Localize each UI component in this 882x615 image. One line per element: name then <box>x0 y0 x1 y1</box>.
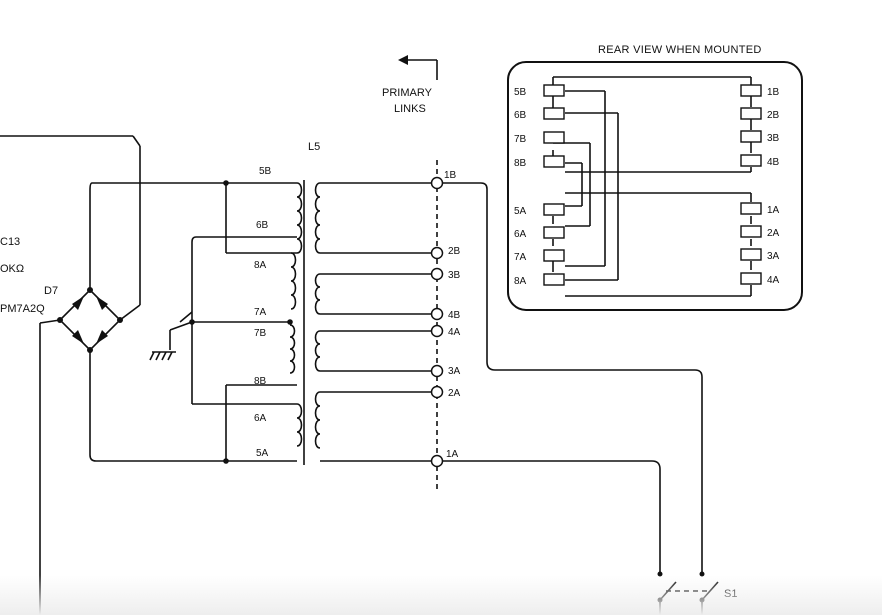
rear-left-7a: 7A <box>514 252 527 263</box>
terminal-label-3b: 3B <box>448 270 461 281</box>
rear-view-right-tabs <box>740 84 762 285</box>
tap-label-8a: 8A <box>254 260 267 271</box>
rear-view-panel <box>507 61 803 311</box>
terminal-2b <box>430 246 444 260</box>
rear-left-5b: 5B <box>514 87 527 98</box>
switch-wiring <box>443 182 703 572</box>
bottom-scan-fade <box>0 575 882 615</box>
tap-label-6b: 6B <box>256 220 269 231</box>
label-d7: D7 <box>44 285 58 297</box>
terminal-label-2a: 2A <box>448 388 461 399</box>
terminal-label-2b: 2B <box>448 246 461 257</box>
rear-view-left-tabs <box>543 84 565 286</box>
label-c13: C13 <box>0 236 20 248</box>
rear-view-wiring <box>552 76 752 297</box>
rear-left-8b: 8B <box>514 158 527 169</box>
primary-links-arrow-icon <box>398 55 438 80</box>
rear-right-3b: 3B <box>767 133 780 144</box>
terminal-label-1b: 1B <box>444 170 457 181</box>
rear-right-1a: 1A <box>767 205 780 216</box>
terminal-nodes <box>430 176 444 468</box>
terminal-1a <box>430 454 444 468</box>
diode-1-icon <box>96 296 108 310</box>
rear-right-4a: 4A <box>767 275 780 286</box>
tap-label-5b: 5B <box>259 166 272 177</box>
terminal-4b <box>430 307 444 321</box>
secondary-wiring <box>169 180 297 464</box>
rear-right-2b: 2B <box>767 110 780 121</box>
terminal-label-4a: 4A <box>448 327 461 338</box>
label-part-number: PM7A2Q <box>0 303 45 315</box>
terminal-4a <box>430 324 444 338</box>
primary-links-line2: LINKS <box>394 103 426 115</box>
tap-label-7a: 7A <box>254 307 267 318</box>
tap-label-7b: 7B <box>254 328 267 339</box>
terminal-label-4b: 4B <box>448 310 461 321</box>
transformer-primary-coils <box>314 182 432 462</box>
ground-icon <box>149 351 176 361</box>
rear-left-8a: 8A <box>514 276 527 287</box>
terminal-2a <box>430 385 444 399</box>
left-wiring <box>0 135 297 615</box>
transformer-secondary-coils <box>289 182 303 447</box>
rear-right-1b: 1B <box>767 87 780 98</box>
rear-right-3a: 3A <box>767 251 780 262</box>
terminal-1b <box>430 176 444 190</box>
rear-view-title: REAR VIEW WHEN MOUNTED <box>598 44 762 56</box>
tap-label-5a: 5A <box>256 448 269 459</box>
rear-right-2a: 2A <box>767 228 780 239</box>
primary-links-line1: PRIMARY <box>382 87 433 99</box>
rear-left-6b: 6B <box>514 110 527 121</box>
rear-right-4b: 4B <box>767 157 780 168</box>
terminal-3a <box>430 364 444 378</box>
terminal-label-3a: 3A <box>448 366 461 377</box>
tap-label-6a: 6A <box>254 413 267 424</box>
bridge-rectifier-d7 <box>57 287 123 353</box>
rear-left-6a: 6A <box>514 229 527 240</box>
tap-label-8b: 8B <box>254 376 267 387</box>
transformer-name: L5 <box>308 141 320 153</box>
rear-left-7b: 7B <box>514 134 527 145</box>
terminal-3b <box>430 267 444 281</box>
diode-3-icon <box>96 330 108 344</box>
label-resistance: OKΩ <box>0 263 24 275</box>
rear-left-5a: 5A <box>514 206 527 217</box>
terminal-label-1a: 1A <box>446 449 459 460</box>
diode-4-icon <box>72 330 84 344</box>
diode-2-icon <box>72 296 84 310</box>
